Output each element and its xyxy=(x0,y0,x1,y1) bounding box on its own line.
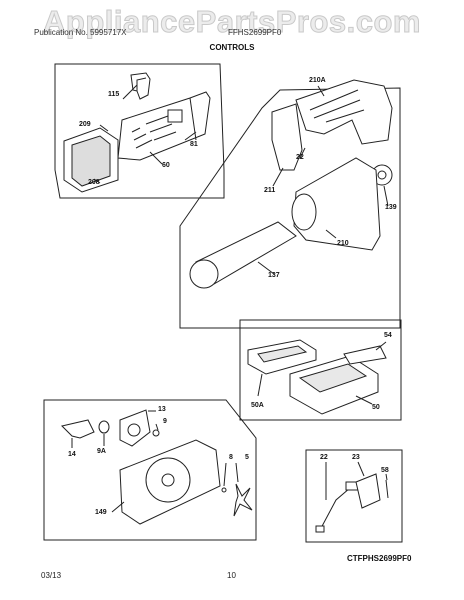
callout-14: 14 xyxy=(68,451,76,458)
callout-22-filter: 22 xyxy=(296,154,304,161)
part-8 xyxy=(221,487,227,493)
callout-210A: 210A xyxy=(309,77,326,84)
part-210A xyxy=(295,79,393,145)
part-60 xyxy=(117,91,211,161)
callout-9A: 9A xyxy=(97,448,106,455)
footer-date: 03/13 xyxy=(41,571,62,580)
part-23 xyxy=(355,473,381,509)
callout-13: 13 xyxy=(158,406,166,413)
part-13 xyxy=(119,409,151,447)
part-9 xyxy=(152,429,160,437)
callout-81: 81 xyxy=(190,141,198,148)
diagram-code: CTFPHS2699PF0 xyxy=(347,554,412,563)
callout-208: 208 xyxy=(88,179,100,186)
callout-211: 211 xyxy=(264,187,276,194)
callout-210: 210 xyxy=(337,240,349,247)
part-209-208 xyxy=(63,127,119,193)
callout-8: 8 xyxy=(229,454,233,461)
callout-9: 9 xyxy=(163,418,167,425)
part-149 xyxy=(119,439,221,525)
callout-22-solenoid: 22 xyxy=(320,454,328,461)
part-211 xyxy=(271,103,303,171)
watermark: AppliancePartsPros.com xyxy=(43,4,421,40)
part-115 xyxy=(130,72,151,100)
part-5 xyxy=(233,483,253,517)
callout-139: 139 xyxy=(385,204,397,211)
publication-number: Publication No. 5995717X xyxy=(34,28,127,37)
page-title: CONTROLS xyxy=(209,43,255,52)
callout-5: 5 xyxy=(245,454,249,461)
panel-filter-housing xyxy=(54,63,225,199)
part-137 xyxy=(189,221,297,289)
footer-page-number: 10 xyxy=(227,571,236,580)
model-number: FFHS2699PF0 xyxy=(228,28,282,37)
part-22 xyxy=(315,481,359,533)
callout-60: 60 xyxy=(162,162,170,169)
part-9A xyxy=(98,420,110,434)
panel-fan-assembly xyxy=(43,399,257,541)
callout-50A: 50A xyxy=(251,402,264,409)
panel-solenoid xyxy=(305,449,403,543)
callout-115: 115 xyxy=(108,91,120,98)
callout-50: 50 xyxy=(372,404,380,411)
callout-137: 137 xyxy=(268,272,280,279)
part-58 xyxy=(385,479,389,499)
part-14 xyxy=(61,419,95,439)
part-50A xyxy=(247,339,317,375)
part-50 xyxy=(289,355,379,415)
panel-filter-head xyxy=(179,87,401,329)
part-54 xyxy=(343,345,387,365)
callout-23: 23 xyxy=(352,454,360,461)
callout-149: 149 xyxy=(95,509,107,516)
callout-54: 54 xyxy=(384,332,392,339)
callout-58: 58 xyxy=(381,467,389,474)
callout-209: 209 xyxy=(79,121,91,128)
panel-control-box xyxy=(239,319,402,421)
part-210 xyxy=(291,157,381,251)
